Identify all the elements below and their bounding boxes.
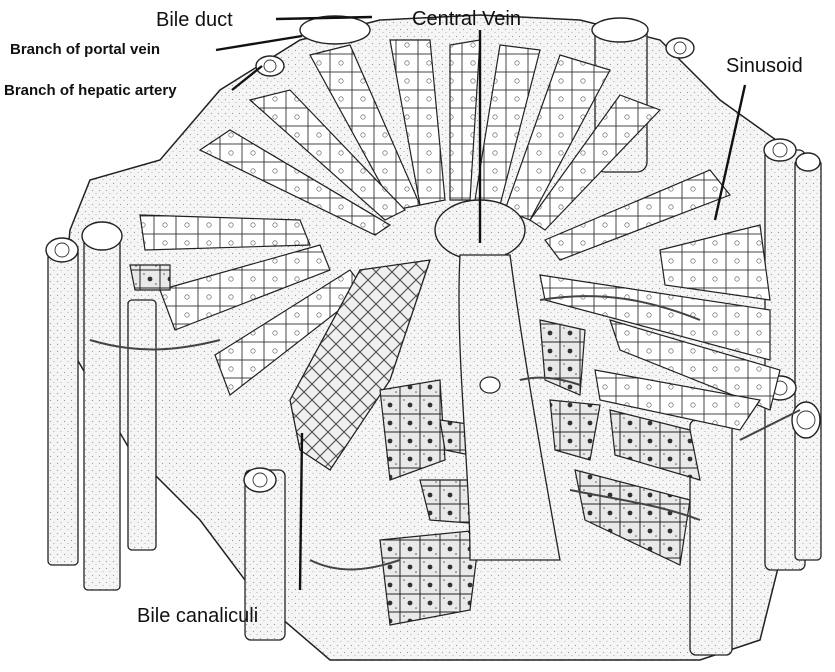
label-branch-hepatic-artery: Branch of hepatic artery xyxy=(4,82,177,99)
label-central-vein: Central Vein xyxy=(412,8,521,31)
label-branch-portal-vein: Branch of portal vein xyxy=(10,41,160,58)
label-sinusoid: Sinusoid xyxy=(726,55,803,78)
label-bile-duct: Bile duct xyxy=(156,9,233,32)
label-bile-canaliculi: Bile canaliculi xyxy=(137,605,258,628)
